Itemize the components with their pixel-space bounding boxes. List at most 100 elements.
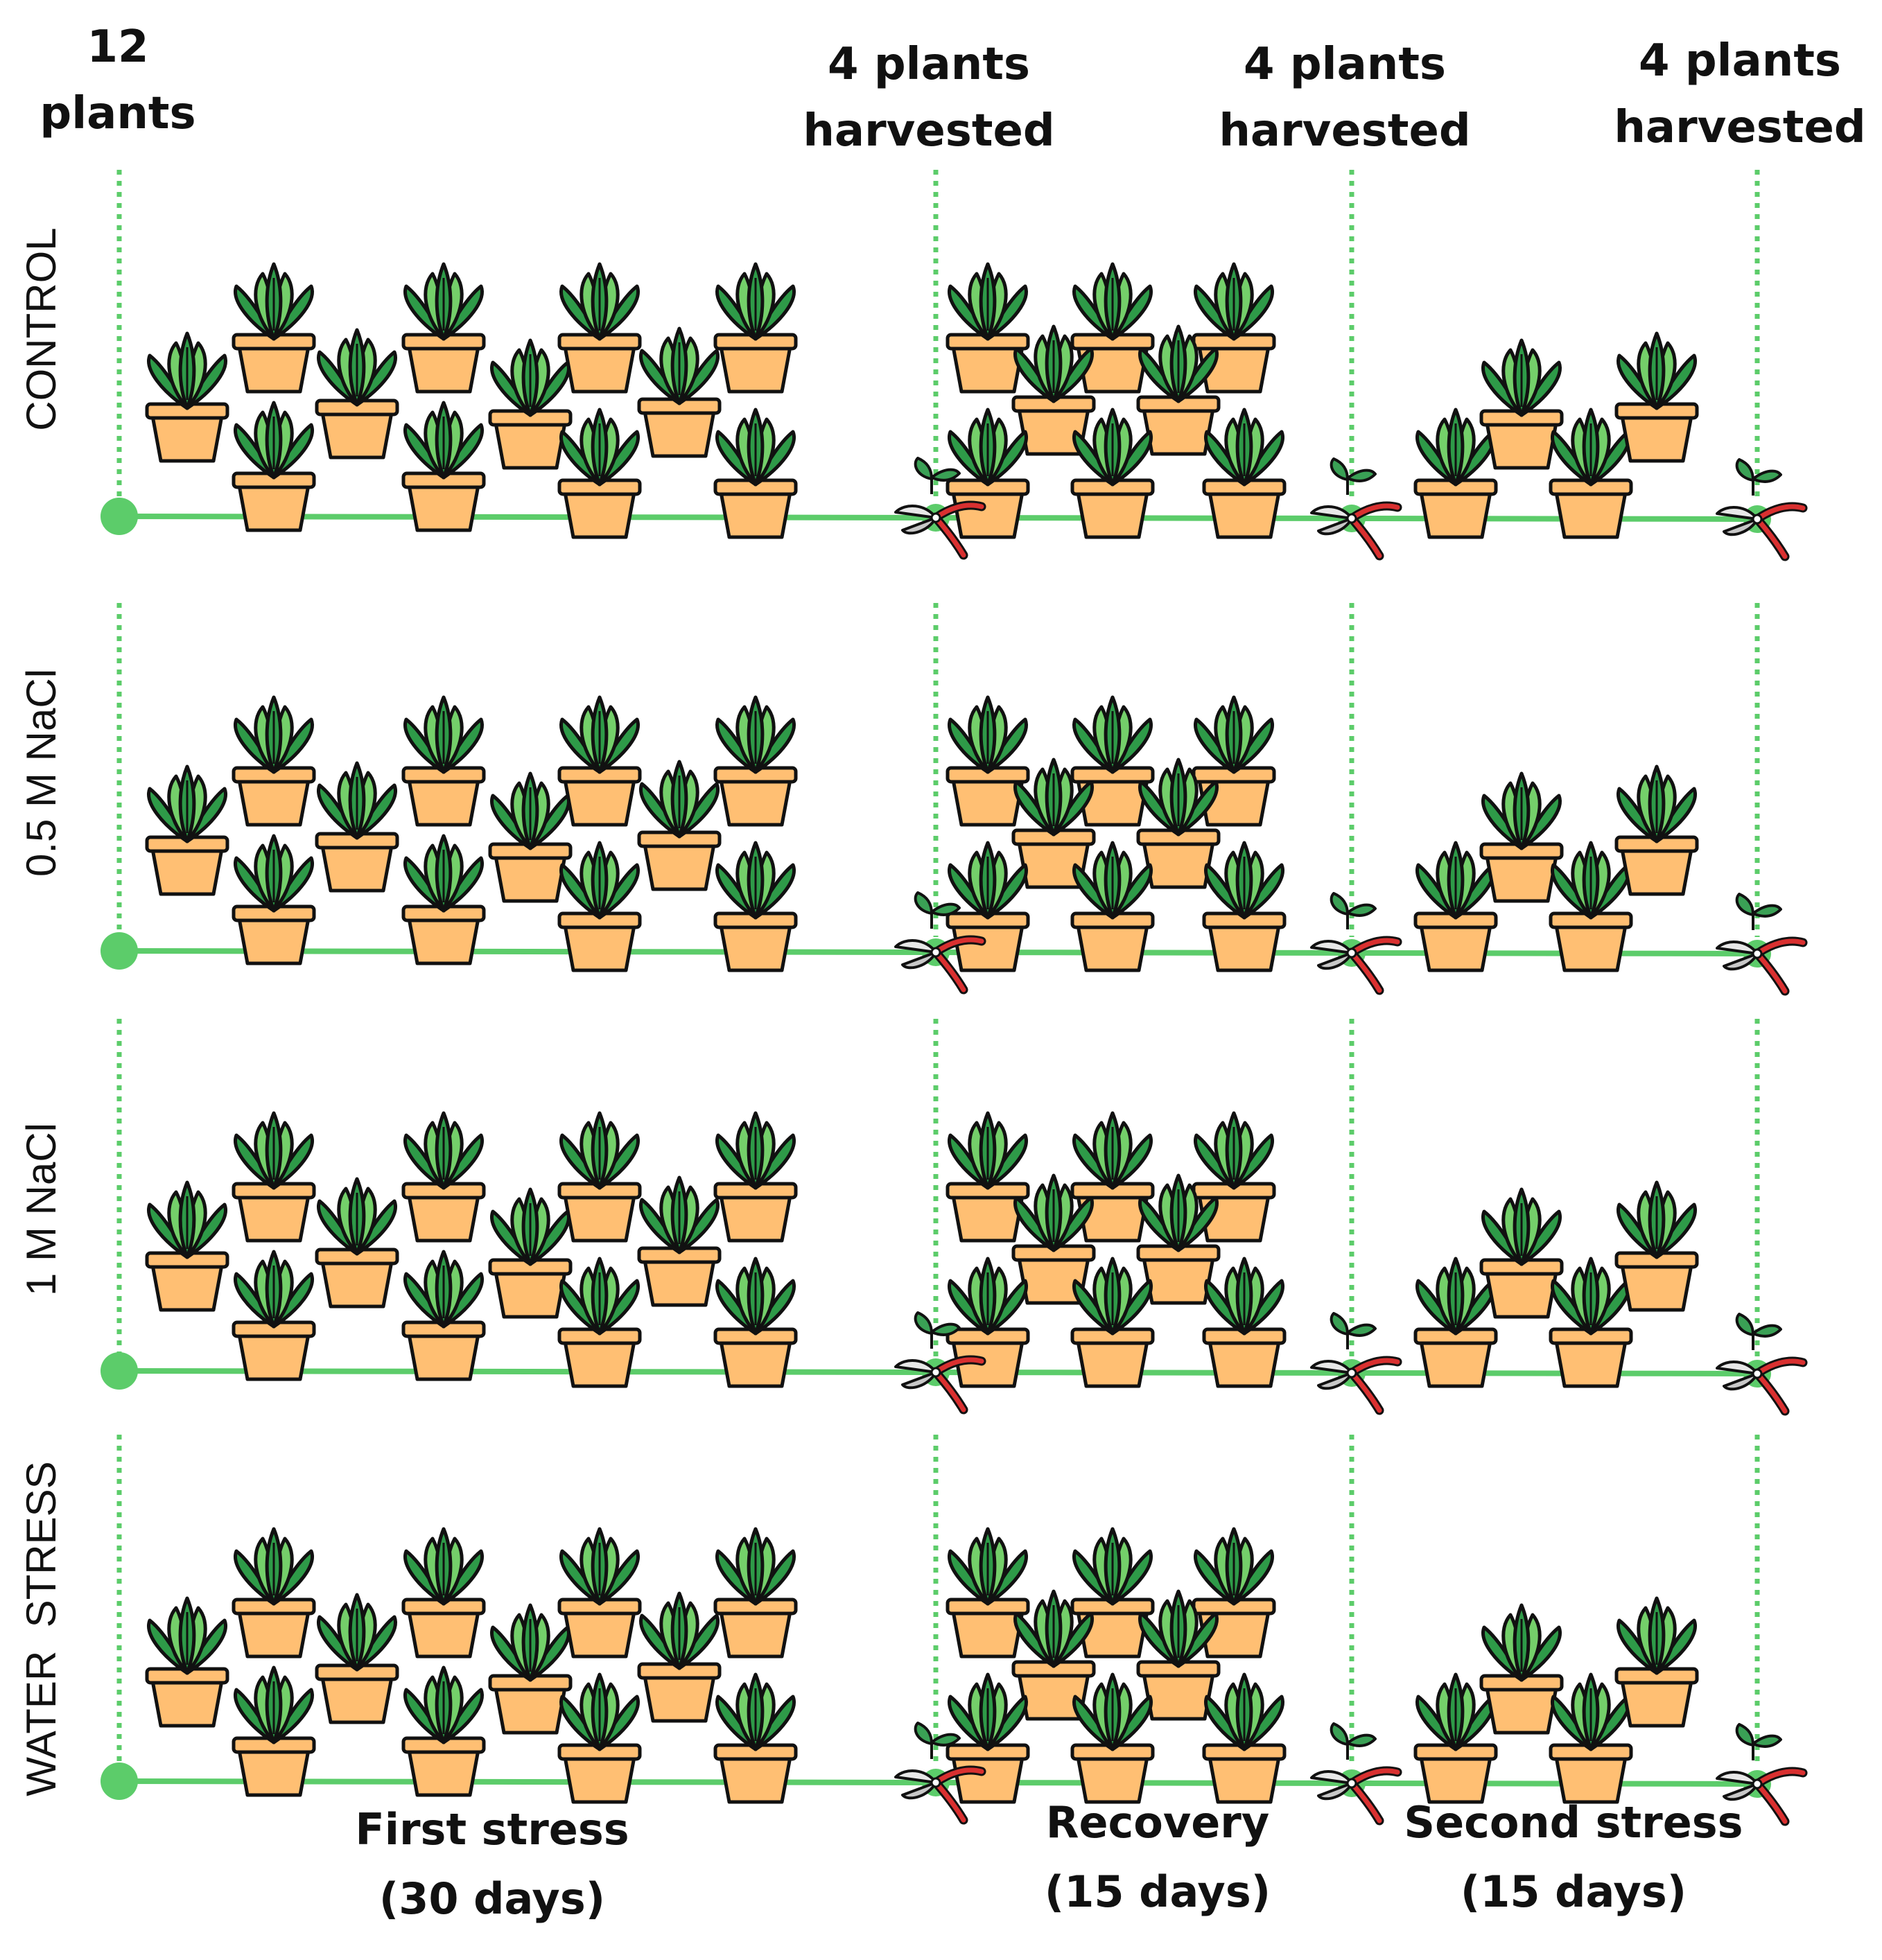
harvest-label-1: 4 plants harvested [790, 31, 1068, 164]
phase-recovery: Recovery (15 days) [1012, 1788, 1303, 1927]
start-dot-icon [101, 498, 138, 535]
potted-plant-icon [1551, 1259, 1631, 1386]
potted-plant-icon [559, 1259, 640, 1386]
start-count: 12 [87, 21, 149, 73]
phase-recovery-name: Recovery [1045, 1797, 1270, 1848]
pruning-shears-icon [1717, 460, 1803, 557]
potted-plant-icon [1204, 410, 1284, 537]
potted-plant-icon [715, 1259, 796, 1386]
potted-plant-icon [317, 330, 397, 457]
phase-second-stress-duration: (15 days) [1460, 1866, 1687, 1917]
potted-plant-icon [403, 1113, 484, 1241]
phase-first-stress: First stress (30 days) [319, 1795, 665, 1934]
potted-plant-icon [317, 1595, 397, 1722]
potted-plant-icon [559, 843, 640, 970]
potted-plant-icon [1481, 773, 1562, 901]
start-dot-icon [101, 1762, 138, 1800]
potted-plant-icon [1415, 1674, 1496, 1802]
potted-plant-icon [639, 762, 720, 889]
potted-plant-icon [317, 763, 397, 891]
potted-plant-icon [559, 264, 640, 392]
potted-plant-icon [559, 1674, 640, 1802]
potted-plant-icon [559, 1529, 640, 1656]
harvest-text-3: harvested [1614, 102, 1866, 153]
potted-plant-icon [234, 836, 314, 963]
potted-plant-icon [639, 1593, 720, 1721]
potted-plant-icon [317, 1179, 397, 1306]
potted-plant-icon [715, 1529, 796, 1656]
potted-plant-icon [403, 697, 484, 825]
start-unit: plants [40, 88, 196, 139]
potted-plant-icon [1415, 843, 1496, 970]
harvest-label-2: 4 plants harvested [1206, 31, 1483, 164]
potted-plant-icon [1551, 1674, 1631, 1802]
potted-plant-icon [147, 333, 227, 461]
potted-plant-icon [948, 264, 1028, 392]
phase-recovery-duration: (15 days) [1044, 1866, 1271, 1917]
potted-plant-icon [403, 1252, 484, 1379]
phase-first-stress-duration: (30 days) [378, 1873, 606, 1924]
potted-plant-icon [147, 767, 227, 894]
potted-plant-icon [1204, 1259, 1284, 1386]
potted-plant-icon [234, 1252, 314, 1379]
potted-plant-icon [715, 697, 796, 825]
potted-plant-icon [234, 697, 314, 825]
potted-plant-icon [147, 1182, 227, 1310]
pruning-shears-icon [1312, 1724, 1397, 1821]
potted-plant-icon [403, 1668, 484, 1795]
harvest-count-2: 4 plants [1244, 39, 1446, 90]
harvest-count-1: 4 plants [828, 39, 1030, 90]
potted-plant-icon [234, 1529, 314, 1656]
potted-plant-icon [948, 697, 1028, 825]
potted-plant-icon [490, 773, 570, 901]
start-dot-icon [101, 932, 138, 970]
potted-plant-icon [639, 1178, 720, 1305]
potted-plant-icon [559, 1113, 640, 1241]
potted-plant-icon [715, 264, 796, 392]
potted-plant-icon [1481, 340, 1562, 468]
potted-plant-icon [715, 1113, 796, 1241]
potted-plant-icon [1617, 767, 1697, 894]
potted-plant-icon [234, 1113, 314, 1241]
potted-plant-icon [234, 1668, 314, 1795]
potted-plant-icon [1481, 1605, 1562, 1733]
potted-plant-icon [559, 410, 640, 537]
row-control [101, 170, 1803, 557]
potted-plant-icon [403, 403, 484, 530]
row-water-stress [101, 1435, 1803, 1821]
potted-plant-icon [490, 1189, 570, 1317]
start-label: 12 plants [28, 14, 208, 147]
harvest-text-1: harvested [803, 105, 1055, 157]
potted-plant-icon [1617, 333, 1697, 461]
pruning-shears-icon [896, 458, 982, 555]
potted-plant-icon [715, 410, 796, 537]
potted-plant-icon [1617, 1182, 1697, 1310]
potted-plant-icon [1551, 843, 1631, 970]
potted-plant-icon [403, 264, 484, 392]
potted-plant-icon [1617, 1598, 1697, 1726]
potted-plant-icon [234, 264, 314, 392]
start-dot-icon [101, 1352, 138, 1390]
pruning-shears-icon [1312, 893, 1397, 990]
potted-plant-icon [403, 1529, 484, 1656]
potted-plant-icon [490, 340, 570, 468]
harvest-count-3: 4 plants [1639, 35, 1841, 87]
pruning-shears-icon [1717, 1314, 1803, 1411]
potted-plant-icon [147, 1598, 227, 1726]
potted-plant-icon [948, 1259, 1028, 1386]
potted-plant-icon [639, 329, 720, 456]
phase-second-stress-name: Second stress [1404, 1797, 1743, 1848]
harvest-text-2: harvested [1219, 105, 1471, 157]
phase-first-stress-name: First stress [355, 1804, 629, 1855]
pruning-shears-icon [896, 893, 982, 990]
potted-plant-icon [1415, 410, 1496, 537]
potted-plant-icon [948, 1113, 1028, 1241]
potted-plant-icon [1551, 410, 1631, 537]
potted-plant-icon [403, 836, 484, 963]
potted-plant-icon [490, 1605, 570, 1733]
pruning-shears-icon [1312, 459, 1397, 556]
potted-plant-icon [1415, 1259, 1496, 1386]
potted-plant-icon [1204, 843, 1284, 970]
potted-plant-icon [559, 697, 640, 825]
